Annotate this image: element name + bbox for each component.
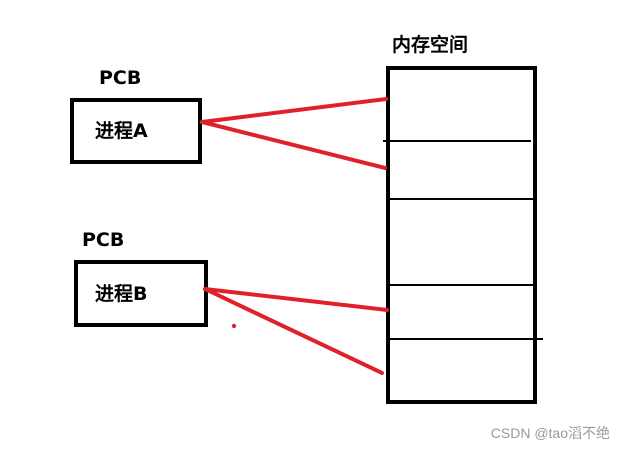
process-a-name: 进程A <box>95 120 148 142</box>
process-b-name: 进程B <box>95 283 148 305</box>
pcb-a-label: PCB <box>99 67 142 89</box>
mapping-line-b-bottom <box>203 287 384 375</box>
mapping-line-a-top <box>200 97 388 124</box>
process-b-box <box>74 260 208 327</box>
watermark: CSDN @tao滔不绝 <box>490 425 610 441</box>
mapping-line-b-top <box>203 287 389 312</box>
mapping-line-a-bottom <box>200 120 387 170</box>
process-a-box <box>70 98 202 164</box>
memory-space-block <box>386 66 537 404</box>
memory-space-title: 内存空间 <box>392 34 469 56</box>
pcb-b-label: PCB <box>82 229 125 251</box>
stray-dot <box>231 323 237 329</box>
